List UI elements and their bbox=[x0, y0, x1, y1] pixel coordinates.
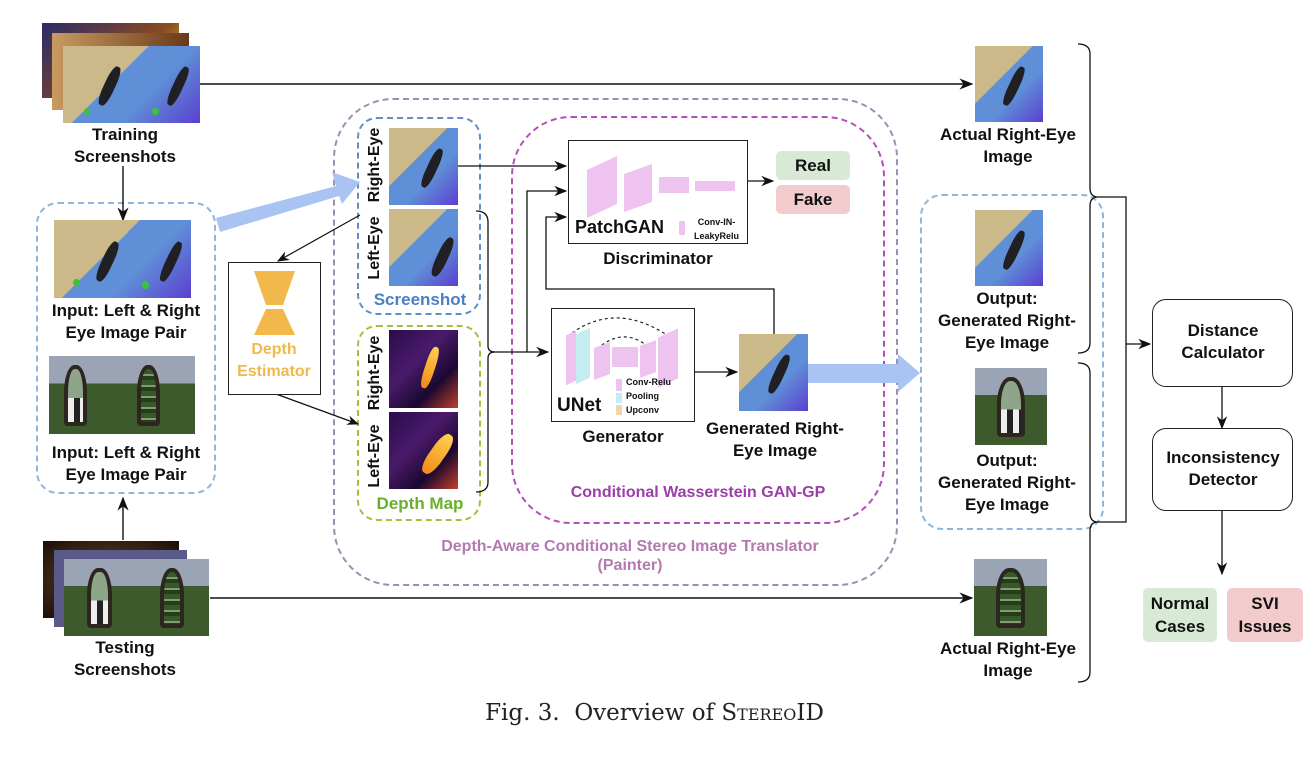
figure-caption: Fig. 3. Overview of StereoID bbox=[0, 700, 1309, 726]
painter-title-2: (Painter) bbox=[597, 557, 663, 574]
output-image-1 bbox=[975, 210, 1043, 286]
unet-layer-3 bbox=[640, 340, 656, 378]
legend-pool-swatch bbox=[616, 393, 622, 403]
generator-box: UNet Conv-Relu Pooling Upconv bbox=[551, 308, 695, 422]
generated-right-eye-image bbox=[739, 334, 808, 411]
actual-right-eye-label-bottom: Actual Right-Eye Image bbox=[939, 639, 1077, 680]
screenshot-left-eye-image bbox=[389, 209, 458, 286]
disc-layer-3 bbox=[659, 177, 689, 193]
unet-pool-1 bbox=[576, 327, 590, 385]
legend-conv-swatch bbox=[616, 379, 622, 391]
discriminator-legend: Conv-IN-LeakyRelu bbox=[693, 217, 740, 241]
real-output: Real bbox=[776, 151, 850, 180]
caption-prefix: Fig. 3. bbox=[485, 700, 560, 726]
actual-right-eye-image-top bbox=[975, 46, 1043, 122]
unet-bottleneck bbox=[612, 347, 638, 367]
inconsistency-detector: Inconsistency Detector bbox=[1152, 428, 1293, 511]
disc-layer-4 bbox=[695, 181, 735, 191]
depth-estimator-label-2: Estimator bbox=[237, 363, 311, 380]
depth-right-eye-image bbox=[389, 330, 458, 408]
discriminator-caption: Discriminator bbox=[603, 249, 713, 268]
actual-right-eye-image-bottom bbox=[974, 559, 1047, 636]
depth-left-eye-label: Left-Eye bbox=[366, 424, 383, 488]
output-label-1: Output: Generated Right-Eye Image bbox=[938, 289, 1076, 352]
svi-issues: SVI Issues bbox=[1227, 588, 1303, 642]
depth-right-eye-label: Right-Eye bbox=[366, 335, 383, 411]
testing-label: Testing Screenshots bbox=[73, 638, 177, 679]
distance-calculator: Distance Calculator bbox=[1152, 299, 1293, 387]
actual-right-eye-label-top: Actual Right-Eye Image bbox=[939, 125, 1077, 166]
discriminator-model-label: PatchGAN bbox=[575, 217, 665, 237]
unet-layer-1 bbox=[566, 330, 576, 386]
screenshot-right-eye-image bbox=[389, 128, 458, 205]
training-label: Training Screenshots bbox=[73, 125, 177, 166]
output-label-2: Output: Generated Right-Eye Image bbox=[938, 451, 1076, 514]
fake-output: Fake bbox=[776, 185, 850, 214]
testing-screenshot-image bbox=[64, 559, 209, 636]
discriminator-box: PatchGAN Conv-IN-LeakyRelu bbox=[568, 140, 748, 244]
unet-layer-2 bbox=[594, 342, 610, 380]
depth-left-eye-image bbox=[389, 412, 458, 489]
inconsistency-detector-label: Inconsistency Detector bbox=[1166, 448, 1280, 489]
screenshot-right-eye-label: Right-Eye bbox=[366, 127, 383, 203]
input-pair-label-2: Input: Left & Right Eye Image Pair bbox=[51, 443, 201, 484]
hourglass-icon bbox=[254, 271, 295, 335]
disc-legend-swatch bbox=[679, 221, 685, 235]
input-pair-image-1 bbox=[54, 220, 191, 298]
output-image-2 bbox=[975, 368, 1047, 445]
generated-right-eye-label: Generated Right-Eye Image bbox=[706, 419, 844, 460]
input-pair-group bbox=[36, 202, 216, 494]
disc-layer-1 bbox=[587, 156, 617, 218]
generator-caption: Generator bbox=[582, 427, 664, 446]
skip-connection-icon bbox=[571, 317, 671, 350]
depth-estimator: Depth Estimator bbox=[228, 262, 321, 395]
generator-legend-pool: Pooling bbox=[626, 391, 659, 401]
depth-estimator-label-1: Depth bbox=[251, 341, 297, 358]
disc-layer-2 bbox=[624, 163, 652, 213]
screenshot-left-eye-label: Left-Eye bbox=[366, 216, 383, 280]
training-screenshot-image bbox=[63, 46, 200, 123]
wgan-group bbox=[511, 116, 885, 524]
generator-model-label: UNet bbox=[557, 395, 602, 416]
painter-group bbox=[333, 98, 898, 586]
normal-cases: Normal Cases bbox=[1143, 588, 1217, 642]
wgan-title: Conditional Wasserstein GAN-GP bbox=[570, 484, 826, 501]
generator-legend-conv: Conv-Relu bbox=[626, 377, 671, 387]
input-pair-label-1: Input: Left & Right Eye Image Pair bbox=[51, 301, 201, 342]
depth-map-group-title: Depth Map bbox=[376, 494, 464, 513]
distance-calculator-label: Distance Calculator bbox=[1181, 321, 1265, 362]
generator-legend-upconv: Upconv bbox=[626, 405, 660, 415]
input-pair-image-2 bbox=[49, 356, 195, 434]
caption-name: StereoID bbox=[721, 700, 824, 726]
screenshot-group-title: Screenshot bbox=[373, 290, 467, 309]
painter-title-1: Depth-Aware Conditional Stereo Image Tra… bbox=[441, 538, 819, 555]
caption-text: Overview of bbox=[574, 700, 715, 726]
legend-upconv-swatch bbox=[616, 405, 622, 415]
